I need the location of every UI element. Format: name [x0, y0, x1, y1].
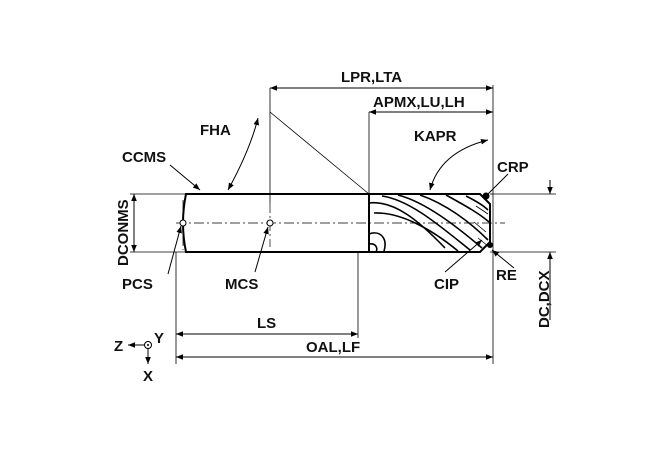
label-dc-dcx: DC,DCX: [536, 270, 553, 328]
label-pcs: PCS: [122, 276, 153, 293]
leader-lines: [167, 164, 515, 275]
cip-point: [487, 242, 493, 248]
mcs-point: [266, 219, 274, 227]
label-re: RE: [496, 267, 517, 284]
label-fha: FHA: [200, 122, 231, 139]
label-mcs: MCS: [225, 276, 258, 293]
label-dconms: DCONMS: [115, 199, 132, 266]
label-crp: CRP: [497, 159, 529, 176]
label-oal-lf: OAL,LF: [306, 339, 360, 356]
extension-lines: [130, 85, 556, 364]
kapr-angle-arc: [429, 138, 489, 191]
label-apmx-lu-lh: APMX,LU,LH: [373, 94, 465, 111]
reference-points: [179, 192, 493, 248]
label-cip: CIP: [434, 276, 459, 293]
tool-cutting-part: [368, 193, 491, 253]
crp-point: [482, 192, 490, 200]
axis-symbol: [128, 341, 152, 364]
label-axis-z: Z: [114, 338, 123, 355]
label-axis-y: Y: [154, 330, 164, 347]
dimension-lines: [131, 85, 553, 360]
label-kapr: KAPR: [414, 128, 457, 145]
label-axis-x: X: [143, 368, 153, 385]
label-lpr-lta: LPR,LTA: [341, 69, 402, 86]
pcs-point: [179, 219, 187, 227]
label-ls: LS: [257, 315, 276, 332]
label-ccms: CCMS: [122, 149, 166, 166]
fha-angle-arc: [227, 117, 260, 191]
